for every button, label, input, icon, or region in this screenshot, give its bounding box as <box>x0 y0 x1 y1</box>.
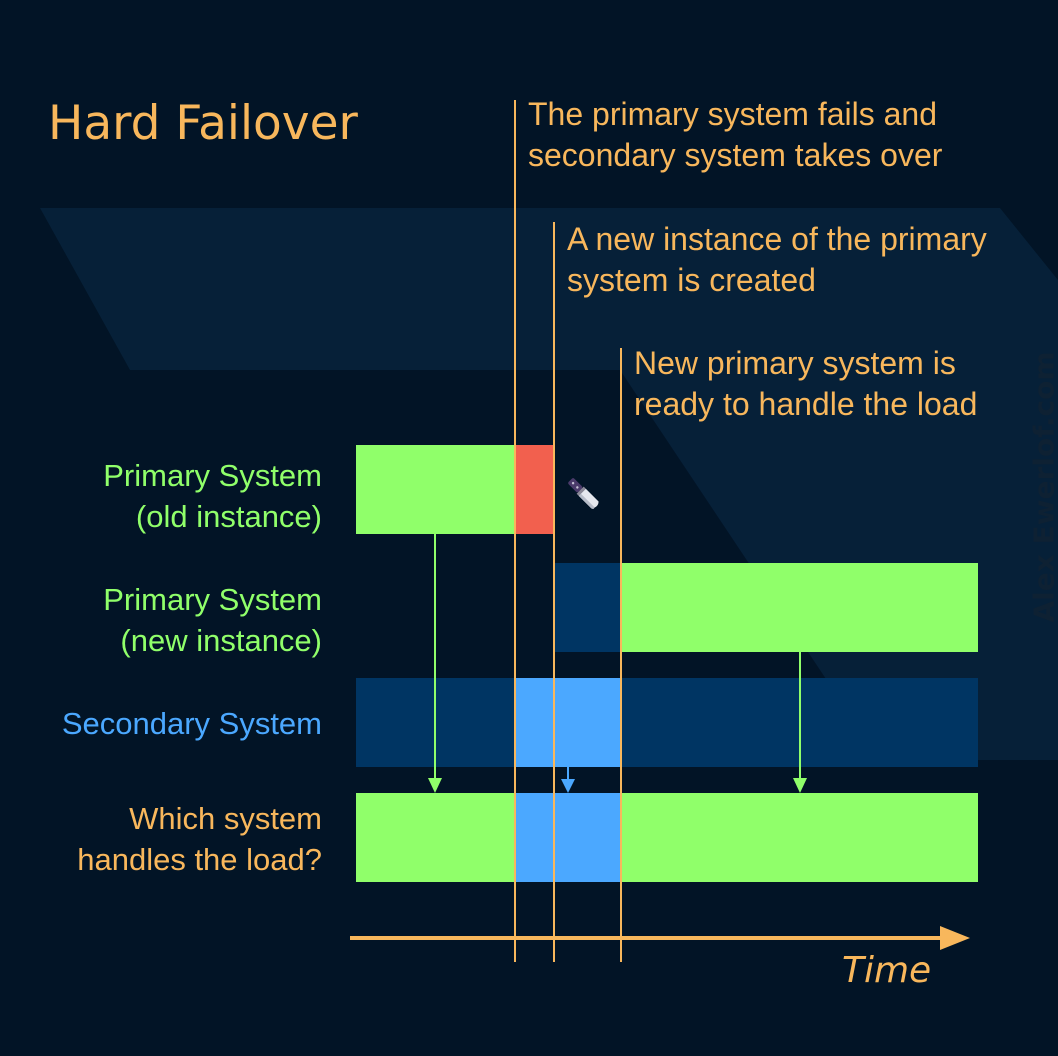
row-label-primary-new-line2: (new instance) <box>120 623 322 658</box>
row-label-primary-old: Primary System (old instance) <box>103 455 322 537</box>
time-axis-label: Time <box>842 950 932 991</box>
event-line-new-instance <box>553 222 555 962</box>
annotation-ready: New primary system is ready to handle th… <box>634 343 977 425</box>
primary-new-active-bar <box>622 563 978 652</box>
annotation-failure-line1: The primary system fails and <box>528 96 938 132</box>
primary-old-active-bar <box>356 445 516 534</box>
knife-icon <box>568 478 599 510</box>
watermark: Alex Ewerlof.com <box>1027 351 1058 623</box>
row-label-primary-old-line2: (old instance) <box>135 499 322 534</box>
annotation-failure-line2: secondary system takes over <box>528 137 943 173</box>
row-label-primary-new: Primary System (new instance) <box>103 579 322 661</box>
time-axis-arrowhead <box>940 926 970 950</box>
time-axis-line <box>350 936 946 940</box>
arrow-new-primary-to-load <box>793 652 807 793</box>
diagram-title: Hard Failover <box>48 96 358 151</box>
row-label-load: Which system handles the load? <box>77 798 322 880</box>
arrow-secondary-to-load <box>561 767 575 793</box>
row-label-load-line1: Which system <box>129 801 322 836</box>
row-label-load-line2: handles the load? <box>77 842 322 877</box>
annotation-ready-line1: New primary system is <box>634 345 956 381</box>
row-label-secondary-line1: Secondary System <box>61 706 322 741</box>
annotation-new-instance-line2: system is created <box>567 262 816 298</box>
row-label-primary-new-line1: Primary System <box>103 582 322 617</box>
event-line-ready <box>620 348 622 962</box>
event-line-failure <box>514 100 516 962</box>
annotation-new-instance-line1: A new instance of the primary <box>567 221 987 257</box>
row-label-secondary: Secondary System <box>62 703 322 744</box>
primary-old-failed-bar <box>516 445 554 534</box>
annotation-ready-line2: ready to handle the load <box>634 386 978 422</box>
arrow-old-primary-to-load <box>428 534 442 793</box>
secondary-active-bar <box>516 678 622 767</box>
load-primary-old-bar <box>356 793 516 882</box>
annotation-failure: The primary system fails and secondary s… <box>528 94 942 176</box>
primary-new-starting-bar <box>555 563 622 652</box>
load-secondary-bar <box>516 793 622 882</box>
load-primary-new-bar <box>622 793 978 882</box>
annotation-new-instance: A new instance of the primary system is … <box>567 219 987 301</box>
row-label-primary-old-line1: Primary System <box>103 458 322 493</box>
